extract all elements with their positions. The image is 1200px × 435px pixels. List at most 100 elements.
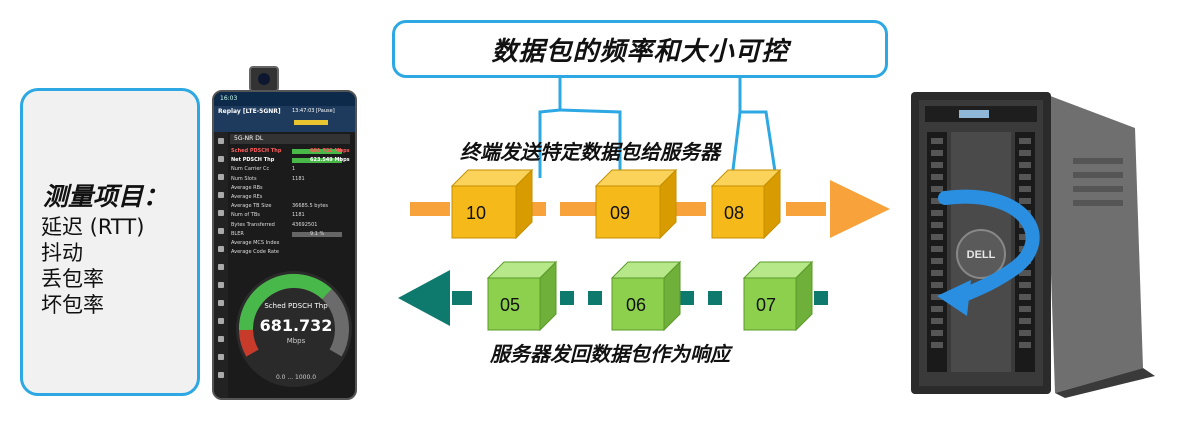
phone-row-value: 43692501 <box>292 221 318 228</box>
gauge-range: 0.0 ... 1000.0 <box>275 374 317 381</box>
metrics-title: 测量项目： <box>43 182 169 211</box>
phone-row-label: Net PDSCH Thp <box>231 157 275 164</box>
phone-row-label: BLER <box>231 230 244 237</box>
phone-row-value: 681.732 Mbps <box>310 148 350 154</box>
gauge-label: Sched PDSCH Thp <box>264 302 328 310</box>
upload-icon[interactable] <box>218 246 224 252</box>
bookmark-icon[interactable] <box>218 372 224 378</box>
phone-row-bar <box>292 149 342 154</box>
diagram-title: 数据包的频率和大小可控 <box>491 36 789 67</box>
server-base <box>1055 368 1155 398</box>
gauge-low-zone <box>239 329 259 357</box>
phone-tab-5gnr[interactable]: 5G-NR DL <box>230 134 350 144</box>
wifi-icon[interactable] <box>218 354 224 360</box>
server-logo-ring <box>956 229 1006 279</box>
gauge-unit: Mbps <box>286 337 306 345</box>
packet-label-08: 08 <box>724 203 745 223</box>
globe-icon[interactable] <box>218 318 224 324</box>
download-icon[interactable] <box>218 228 224 234</box>
phone-row-label: Average Code Rate <box>231 249 279 256</box>
phone-row-label: Num of TBs <box>231 212 260 219</box>
packet-label-07: 07 <box>756 295 777 315</box>
uplink-dash-5 <box>786 202 826 216</box>
signal-icon[interactable] <box>218 174 224 180</box>
phone-row-value: 1181 <box>292 212 305 219</box>
phone-header-indicator <box>294 120 328 125</box>
connector-packet-08 <box>738 78 778 179</box>
phone-row-value: 36685.5 bytes <box>292 203 329 210</box>
connector-packet-09 <box>559 108 622 175</box>
server-side-vents <box>1073 158 1123 206</box>
phone-status-bar: 16:03 <box>214 92 355 106</box>
phone-row-label: Num Carrier Cc <box>231 166 270 173</box>
metric-packet-loss: 丢包率 <box>41 267 104 291</box>
downlink-packet-07 <box>742 260 814 332</box>
downlink-dash-3 <box>588 291 602 305</box>
uplink-dash-3 <box>560 202 600 216</box>
downlink-packet-06 <box>610 260 682 332</box>
downlink-dash-4 <box>680 291 694 305</box>
uplink-arrowhead <box>830 180 890 238</box>
packet-label-05: 05 <box>500 295 521 315</box>
phone-app-time: 13:47:03 [Pause] <box>292 108 335 114</box>
uplink-label: 终端发送特定数据包给服务器 <box>460 140 720 164</box>
title-connectors <box>538 78 778 179</box>
downlink-packet-05 <box>486 260 558 332</box>
list-icon[interactable] <box>218 156 224 162</box>
downlink-dash-5 <box>708 291 722 305</box>
downlink-label: 服务器发回数据包作为响应 <box>490 342 730 366</box>
phone-row-label: Sched PDSCH Thp <box>231 148 282 154</box>
packet-label-06: 06 <box>626 295 647 315</box>
gauge-fill <box>238 274 332 331</box>
uplink-packet-09 <box>594 168 678 240</box>
menu-icon[interactable] <box>218 282 224 288</box>
packet-label-09: 09 <box>610 203 631 223</box>
alert-icon[interactable] <box>218 300 224 306</box>
phone-side-toolbar <box>214 132 228 398</box>
phone-row-label: Average MCS Index <box>231 240 280 246</box>
connector-packet-10 <box>538 78 562 178</box>
phone-row-value: 1 <box>292 166 296 173</box>
metrics-box: 测量项目： 延迟 (RTT) 抖动 丢包率 坏包率 <box>20 88 200 396</box>
phone-row-bar <box>292 231 342 237</box>
info-icon[interactable] <box>218 210 224 216</box>
phone-app-title: Replay [LTE-5GNR] <box>218 108 281 115</box>
phone-device: 16:03 Replay [LTE-5GNR] 13:47:03 [Pause]… <box>212 90 357 400</box>
downlink-dash-1 <box>452 291 472 305</box>
uplink-packet-10 <box>450 168 534 240</box>
uplink-packet-08 <box>710 168 782 240</box>
downlink-line <box>398 270 828 326</box>
phone-row-label: Average REs <box>231 194 263 200</box>
uplink-dash-1 <box>410 202 450 216</box>
server-vent-holes <box>931 138 1031 348</box>
antenna-icon[interactable] <box>218 264 224 270</box>
metric-latency: 延迟 (RTT) <box>41 215 145 239</box>
phone-row-label: Average RBs <box>231 184 263 191</box>
downlink-dash-6 <box>814 291 828 305</box>
gauge-value: 681.732 <box>259 316 333 335</box>
phone-row-bar <box>292 158 342 164</box>
downlink-arrowhead <box>398 270 450 326</box>
phone-row-value: 1181 <box>292 175 305 182</box>
phone-row-label: Num Slots <box>231 175 257 182</box>
return-arrow-head <box>937 280 971 316</box>
chart-icon[interactable] <box>218 192 224 198</box>
server-lcd <box>959 110 989 118</box>
phone-row-label: Bytes Transferred <box>231 221 275 228</box>
phone-row-label: Average TB Size <box>231 203 272 210</box>
gear-icon[interactable] <box>218 138 224 144</box>
title-box: 数据包的频率和大小可控 <box>392 20 888 78</box>
server-brand: DELL <box>967 249 996 261</box>
phone-row-value: 9.1 % <box>310 230 325 237</box>
metric-bad-packet: 坏包率 <box>41 293 104 317</box>
phone-row-value: 623.549 Mbps <box>310 157 350 164</box>
connector-packet-08b <box>730 111 742 179</box>
phone-gauge <box>236 271 352 387</box>
return-arrow-curve <box>938 189 1040 305</box>
phone-icon[interactable] <box>218 336 224 342</box>
packet-label-10: 10 <box>466 203 487 223</box>
server-side-panel <box>1045 94 1143 393</box>
downlink-dash-2 <box>560 291 574 305</box>
phone-app-header: Replay [LTE-5GNR] 13:47:03 [Pause] <box>214 106 355 132</box>
